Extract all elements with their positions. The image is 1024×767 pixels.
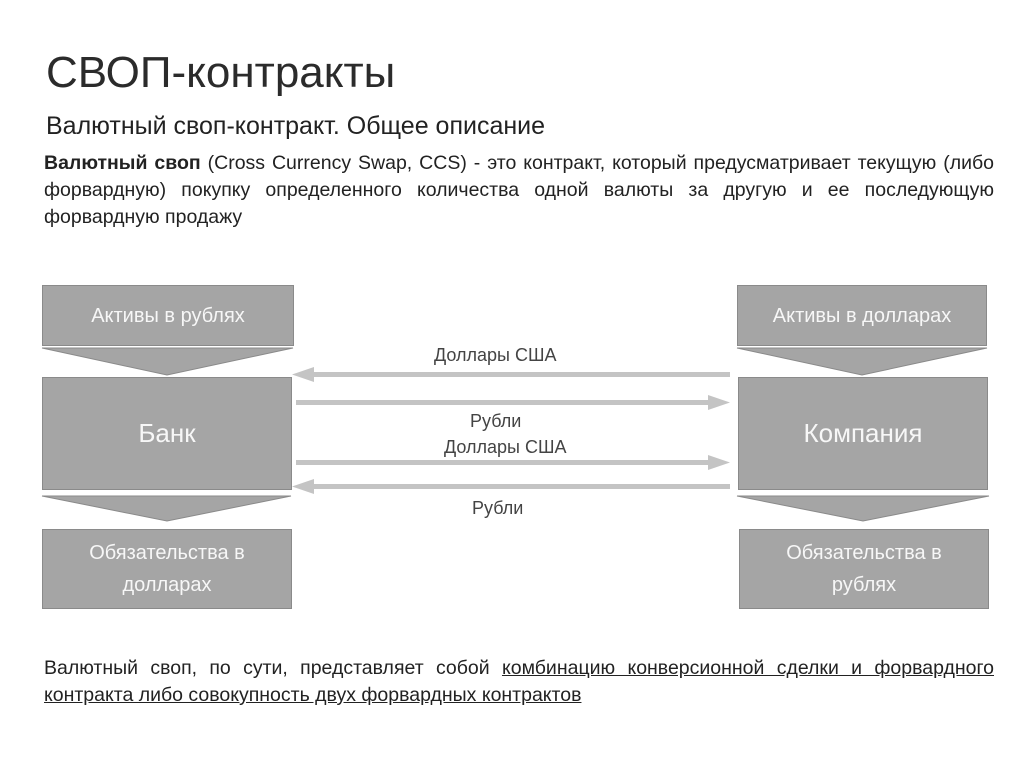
left-top-chevron <box>41 347 294 376</box>
flow-label-2: Рубли <box>470 411 522 431</box>
bank-box: Банк <box>42 377 292 490</box>
right-top-chevron <box>736 347 988 376</box>
right-liabilities-box: Обязательства в рублях <box>739 529 989 609</box>
flow-arrow-1 <box>292 367 730 382</box>
left-bottom-chevron <box>41 495 292 522</box>
flow-label-3: Доллары США <box>444 437 567 457</box>
left-assets-box: Активы в рублях <box>42 285 294 346</box>
slide-subtitle: Валютный своп-контракт. Общее описание <box>46 112 546 140</box>
flow-arrow-3 <box>296 455 730 470</box>
summary-underlined: комбинацию конверсионной сделки и форвар… <box>44 657 994 706</box>
flow-arrow-2 <box>296 395 730 410</box>
flow-label-1: Доллары США <box>434 345 557 365</box>
definition-term: Валютный своп <box>44 152 201 174</box>
summary-paragraph: Валютный своп, по сути, представляет соб… <box>44 655 994 709</box>
slide-title: СВОП-контракты <box>46 48 396 97</box>
summary-prefix: Валютный своп, по сути, представляет соб… <box>44 657 502 679</box>
company-box: Компания <box>738 377 988 490</box>
flow-arrow-4 <box>292 479 730 494</box>
right-assets-box: Активы в долларах <box>737 285 987 346</box>
left-liabilities-box: Обязательства в долларах <box>42 529 292 609</box>
definition-text: (Cross Currency Swap, CCS) - это контрак… <box>44 152 994 228</box>
flow-label-4: Рубли <box>472 498 524 518</box>
definition-paragraph: Валютный своп (Cross Currency Swap, CCS)… <box>44 150 994 231</box>
right-bottom-chevron <box>736 495 990 522</box>
